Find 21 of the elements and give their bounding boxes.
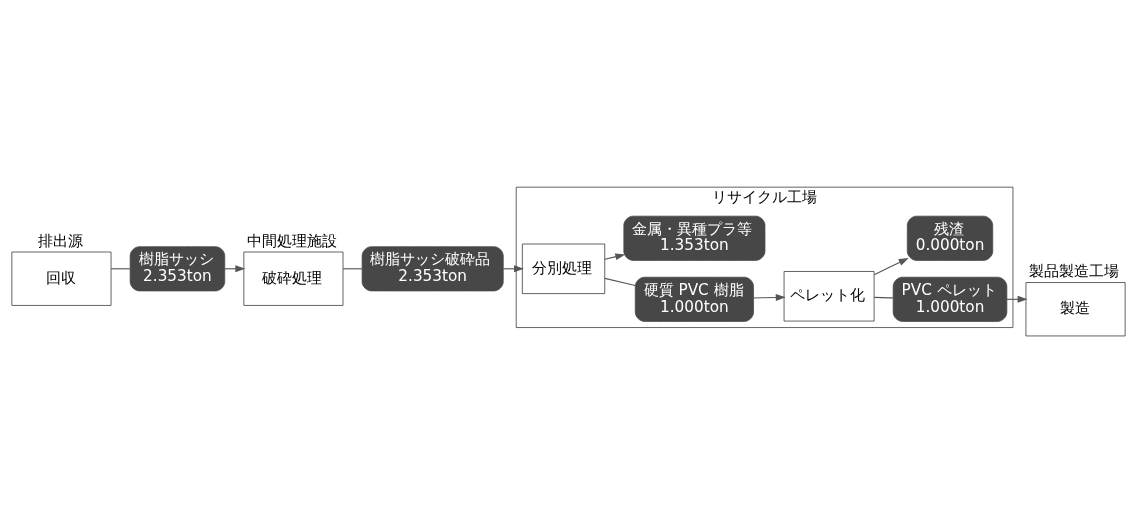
node-box: 破砕処理 <box>243 251 344 306</box>
arrow <box>604 253 626 261</box>
node-label: 排出源 <box>38 231 84 250</box>
node-box: 回収 <box>11 251 112 306</box>
connector <box>342 268 363 270</box>
node-box: 残渣 0.000ton <box>906 215 994 261</box>
node-box: 樹脂サッシ破砕品 2.353ton <box>361 246 504 292</box>
arrow <box>873 258 909 276</box>
arrow <box>753 294 786 301</box>
node-label: 中間処理施設 <box>246 231 337 250</box>
node-box: 製造 <box>1025 282 1126 337</box>
node-box: 樹脂サッシ 2.353ton <box>129 246 226 292</box>
connector <box>604 277 636 287</box>
connector <box>873 296 894 299</box>
connector <box>110 268 131 270</box>
node-box: 硬質 PVC 樹脂 1.000ton <box>634 276 754 322</box>
node-box: 金属・異種プラ等 1.353ton <box>623 215 766 261</box>
node-box: PVC ペレット 1.000ton <box>892 276 1008 322</box>
node-label: 製品製造工場 <box>1028 262 1119 281</box>
node-box: 分別処理 <box>521 243 606 294</box>
node-box: ペレット化 <box>783 271 875 322</box>
